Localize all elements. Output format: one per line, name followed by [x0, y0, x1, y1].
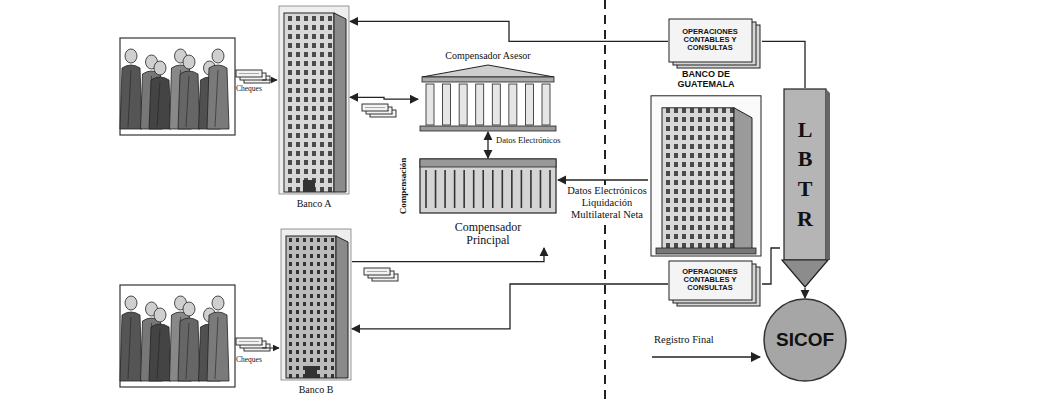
people-crowd: [120, 296, 229, 381]
node-label: Compensador Asesor: [445, 50, 530, 61]
registro-arrow: [652, 356, 760, 358]
flow-connector: [352, 248, 544, 262]
people-frame: [120, 38, 235, 135]
building-node: Compensador Principal: [418, 158, 558, 248]
building-node: BANCO DE GUATEMALA: [648, 70, 764, 258]
document-stack: OPERACIONES CONTABLES Y CONSULTAS: [668, 18, 762, 70]
temple-illustration: [418, 50, 558, 132]
flow-connector: [487, 132, 488, 158]
building-node: LBTR: [780, 88, 830, 288]
node-label: OPERACIONES CONTABLES Y CONSULTAS: [675, 28, 745, 53]
node-label: LBTR: [794, 115, 816, 234]
node-label: SICOF: [776, 330, 834, 351]
node-label: Banco A: [297, 198, 332, 209]
free-label: Cheques: [236, 356, 262, 364]
node-label: BANCO DE GUATEMALA: [666, 70, 746, 90]
people-frame: [120, 285, 235, 387]
tower2-illustration: [280, 228, 352, 396]
document-stack: OPERACIONES CONTABLES Y CONSULTAS: [668, 260, 762, 308]
flow-connector: [762, 41, 805, 88]
flow-connector: [352, 284, 668, 329]
edge-label: Datos Electrónicos: [494, 136, 562, 146]
building-node: Banco A: [278, 5, 350, 210]
flow-connector: [350, 21, 668, 41]
building-node: Banco B: [280, 228, 352, 396]
node-label: Banco B: [299, 384, 334, 395]
flow-connector: [558, 179, 648, 180]
flow-connector: [804, 288, 805, 298]
building-node: Compensador Asesor: [418, 50, 558, 132]
people-crowd: [120, 49, 229, 129]
free-label: Compensación: [399, 158, 409, 215]
free-label: Cheques: [236, 85, 262, 93]
node-label: OPERACIONES CONTABLES Y CONSULTAS: [675, 268, 745, 293]
free-label: Registro Final: [654, 334, 714, 346]
tower-illustration: [278, 5, 350, 210]
edge-label: Datos Electrónicos Liquidación Multilate…: [564, 185, 650, 221]
system-circle: SICOF: [763, 298, 847, 382]
flow-connector: [762, 248, 780, 284]
bdg-illustration: [648, 70, 764, 258]
node-label: Compensador Principal: [443, 221, 533, 247]
flow-connector: [350, 97, 418, 99]
